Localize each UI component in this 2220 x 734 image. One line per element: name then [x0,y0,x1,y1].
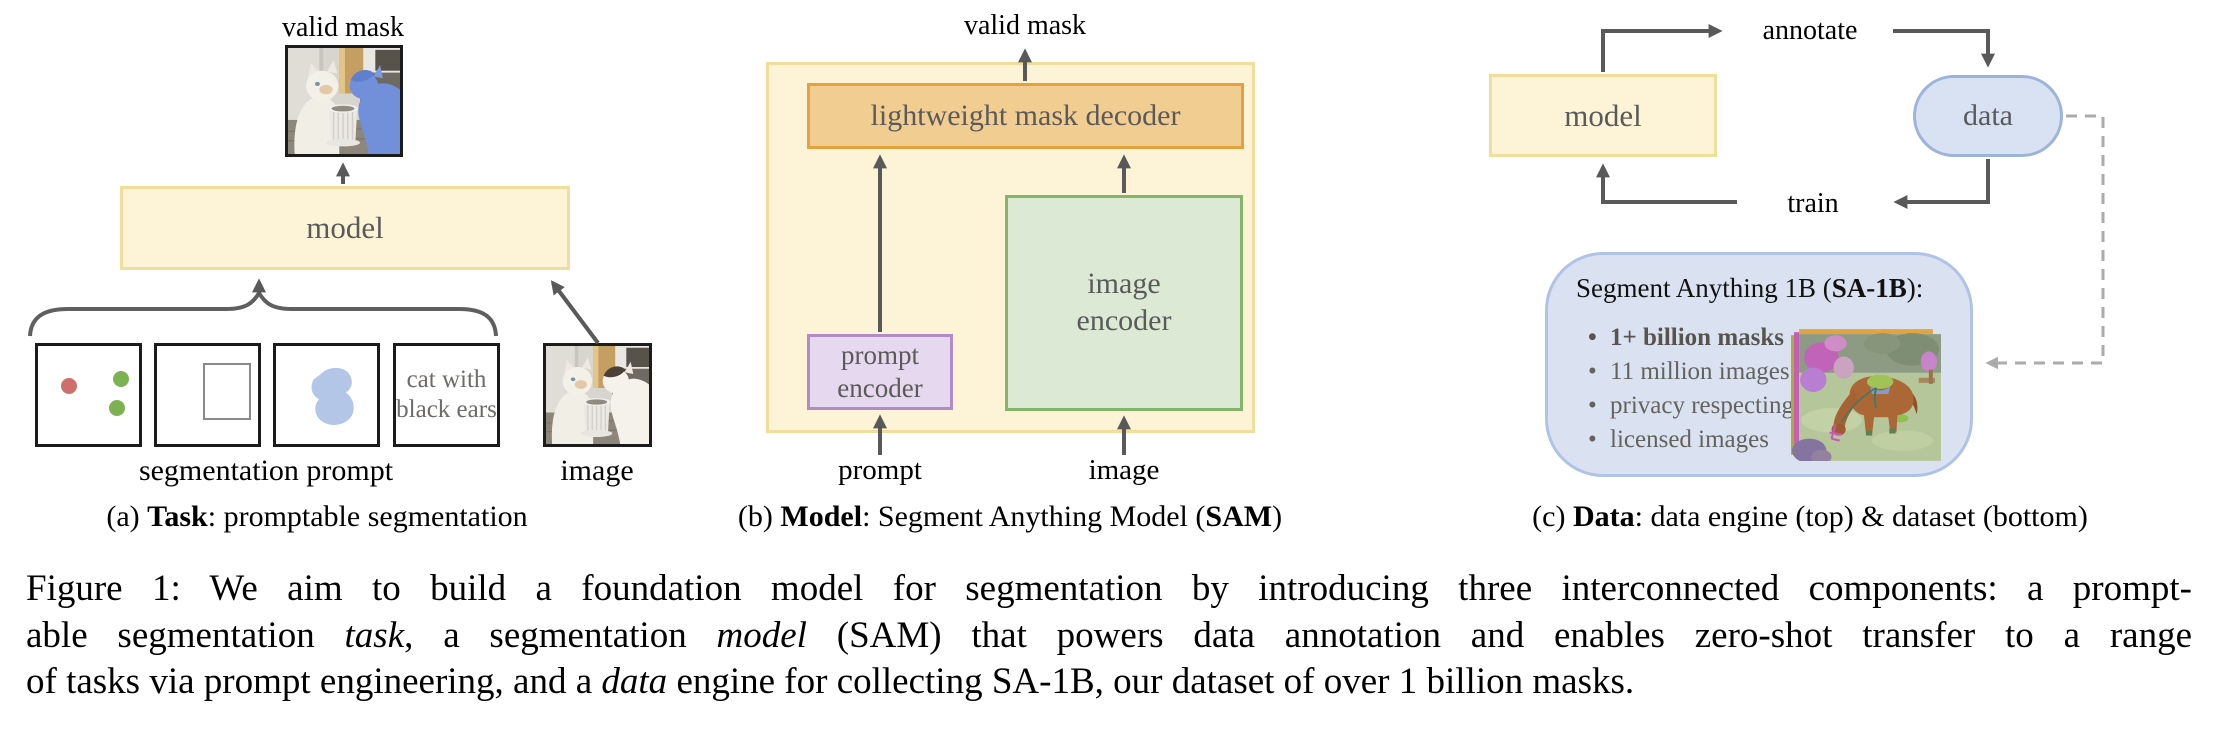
dataset-bullet: •11 million images [1588,355,1794,389]
image-encoder-label: image encoder [1076,267,1172,337]
panel-a-valid-mask-label: valid mask [281,12,405,43]
arrow-image-to-model [550,280,600,345]
mask-decoder-label: lightweight mask decoder [870,99,1181,132]
panel-b-prompt-label: prompt [838,454,922,486]
prompt-bounding-box [154,343,261,447]
panel-a-image-label: image [560,454,634,487]
annotate-label: annotate [1762,15,1858,46]
arrow-data-to-train [1893,159,1990,209]
panel-a-model-label: model [306,210,384,245]
panel-a-model-box: model [120,186,570,270]
bullet-icon: • [1588,426,1597,453]
mask-blob-glyph [311,367,354,425]
figure-caption-line: able segmentation task, a segmentation m… [26,614,2192,656]
mask-decoder-box: lightweight mask decoder [807,83,1244,149]
horse-photo-art [1791,329,1941,461]
arrow-model-to-annotate [1601,24,1723,72]
prompt-encoder-box: prompt encoder [807,334,953,410]
figure-caption-line: of tasks via prompt engineering, and a d… [26,661,1635,702]
subcaption-c: (c) Data: data engine (top) & dataset (b… [1532,500,2088,533]
segmentation-prompt-label: segmentation prompt [138,454,394,487]
cat-photo-input-image [543,343,652,447]
prompt-text-box: cat with black ears [393,343,500,447]
prompt-encoder-label: prompt encoder [837,340,923,403]
prompt-points-box [35,343,142,447]
positive-point-dot [113,371,129,387]
figure-caption: Figure 1: We aim to build a foundation m… [26,566,2192,706]
sa1b-bullet-list: •1+ billion masks •11 million images •pr… [1588,321,1794,457]
panel-b-image-label: image [1088,454,1160,486]
panel-b-valid-mask-label: valid mask [963,10,1087,41]
dataset-bullet: •licensed images [1588,423,1794,457]
dataset-bullet: •privacy respecting [1588,389,1794,423]
figure-caption-line: Figure 1: We aim to build a foundation m… [26,568,2192,609]
sa1b-dataset-card: Segment Anything 1B (SA-1B): •1+ billion… [1545,252,1973,477]
train-label: train [1787,188,1839,219]
dataset-bullet: •1+ billion masks [1588,321,1794,355]
image-encoder-box: image encoder [1005,195,1243,411]
negative-point-dot [61,378,77,394]
subcaption-a: (a) Task: promptable segmentation [106,500,528,533]
prompt-mask-box [273,343,380,447]
arrow-annotate-to-data [1893,29,1995,68]
panel-c-data-label: data [1963,99,2013,132]
brace-prompts [28,289,498,337]
panel-c-model-box: model [1489,74,1717,157]
panel-c-data-node: data [1913,75,2063,157]
cat-photo-valid-mask [285,45,403,157]
bullet-icon: • [1588,358,1597,385]
sa1b-title: Segment Anything 1B (SA-1B): [1576,273,1924,303]
panel-c-model-label: model [1564,97,1642,133]
bullet-icon: • [1588,392,1597,419]
positive-point-dot [109,400,125,416]
text-prompt-label: cat with black ears [396,365,497,424]
bullet-icon: • [1588,324,1597,351]
arrow-train-to-model [1596,163,1737,204]
cat-photo-valid-mask-art [288,48,400,154]
horse-photo [1791,329,1941,461]
cat-photo-input-art [546,346,649,444]
subcaption-b: (b) Model: Segment Anything Model (SAM) [737,500,1283,533]
bounding-box-glyph [203,363,251,420]
